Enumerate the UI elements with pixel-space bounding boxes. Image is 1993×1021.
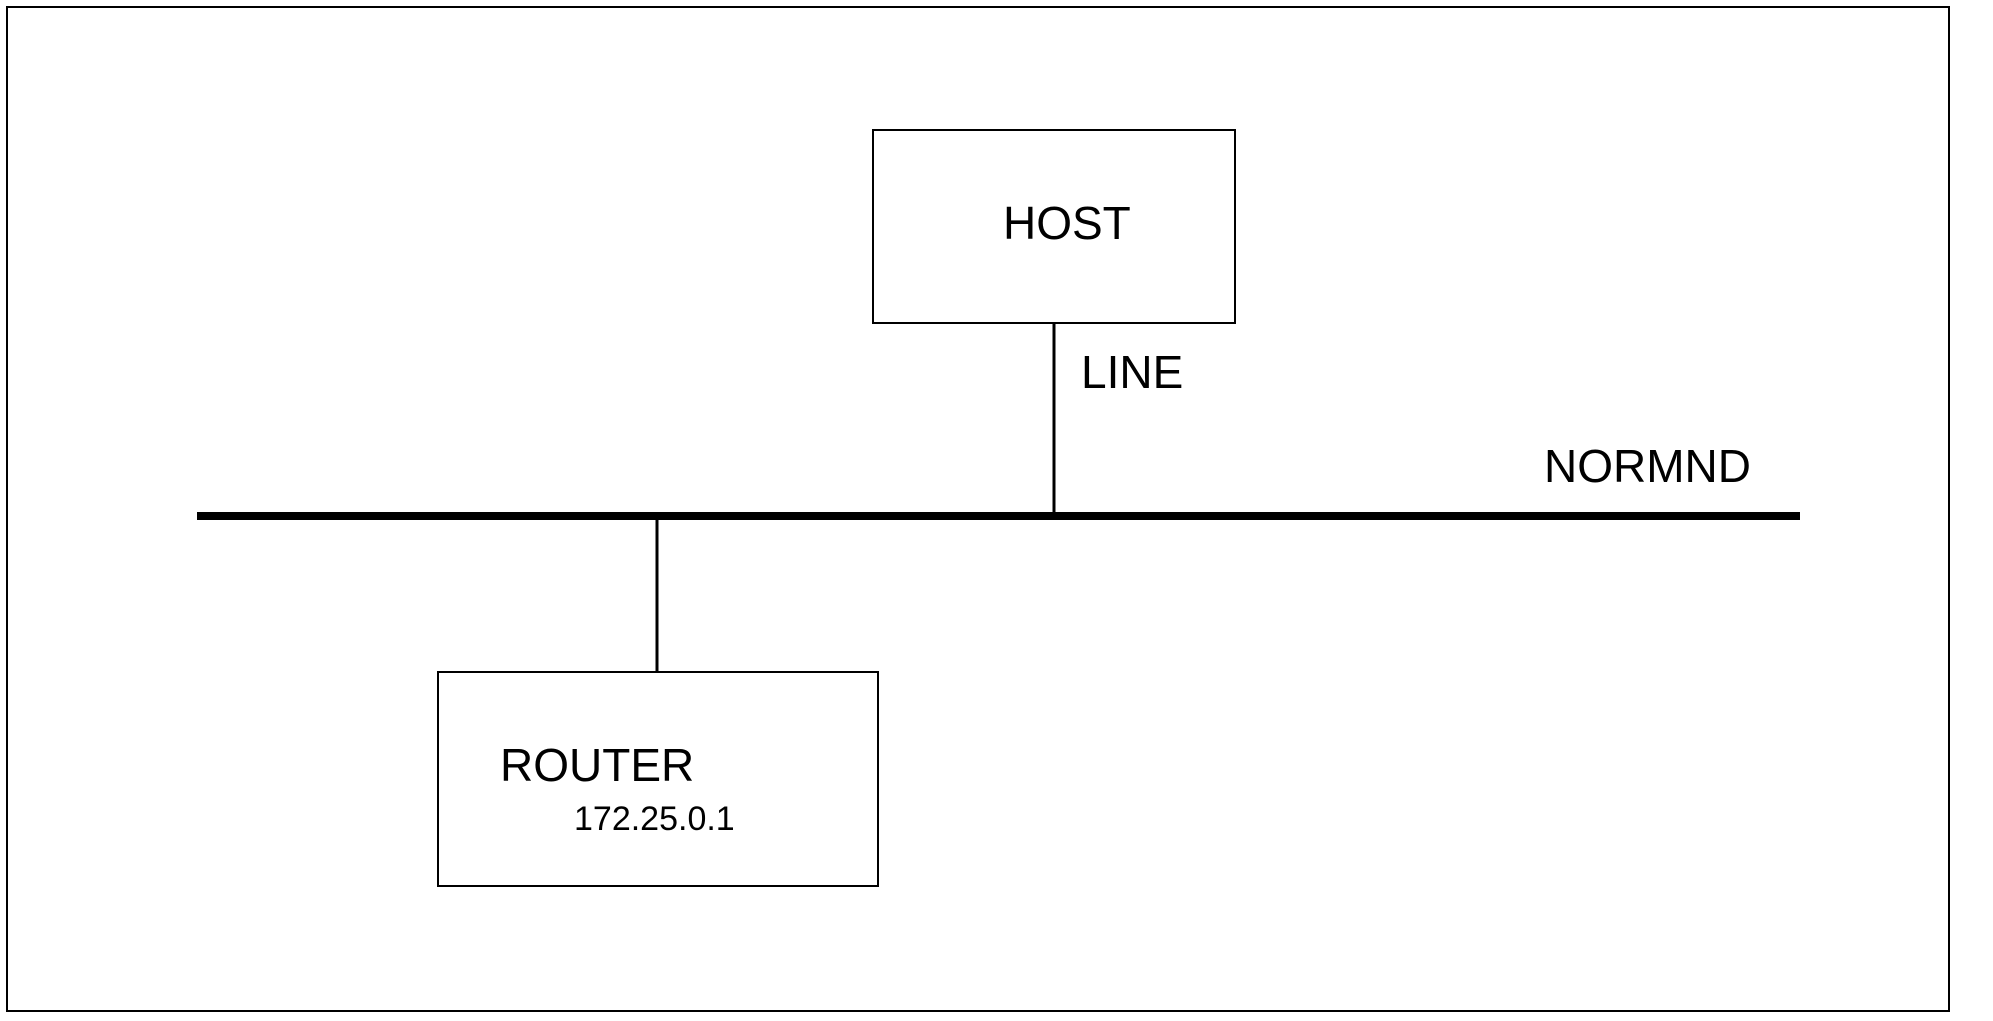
link-label: LINE [1081, 346, 1184, 398]
host-node [872, 129, 1236, 324]
router-ip-address: 172.25.0.1 [574, 800, 735, 838]
host-label: HOST [1003, 197, 1131, 249]
router-label: ROUTER [500, 739, 695, 791]
network-label: NORMND [1544, 440, 1751, 492]
router-node [437, 671, 879, 887]
diagram-frame [6, 6, 1950, 1012]
